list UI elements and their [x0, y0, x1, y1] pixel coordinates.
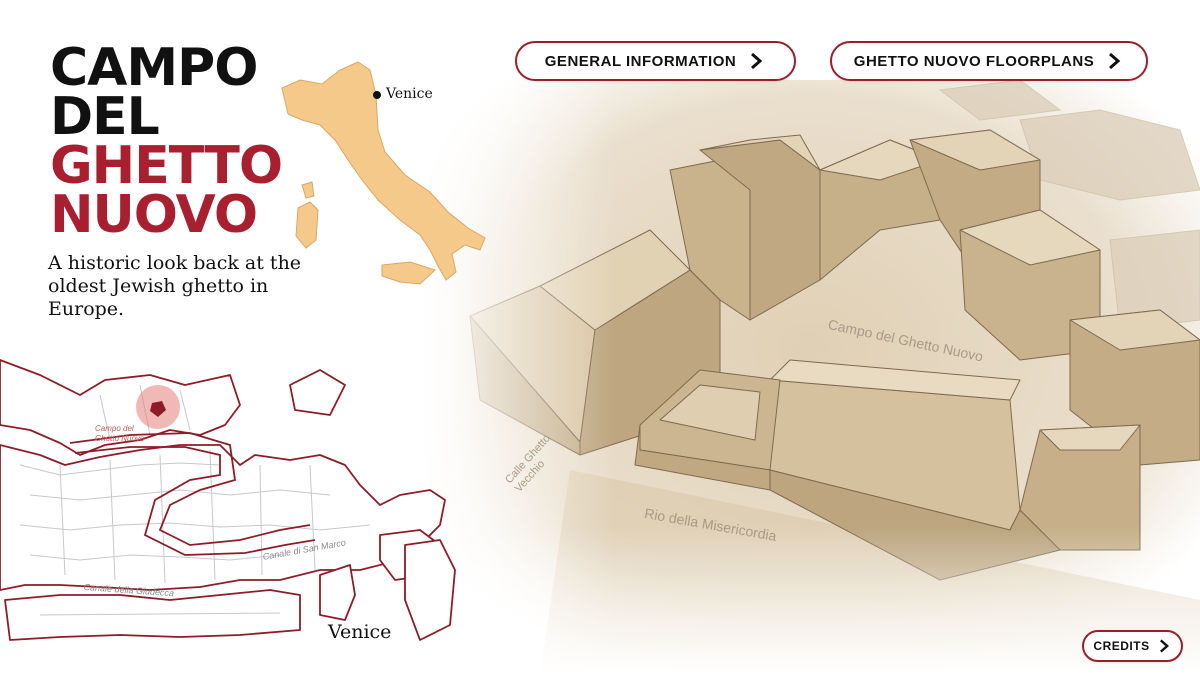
- chevron-right-icon: [1159, 639, 1169, 653]
- venice-map-title: Venice: [328, 621, 392, 643]
- credits-label: CREDITS: [1093, 639, 1150, 653]
- chevron-right-icon: [1109, 52, 1121, 70]
- page-subtitle: A historic look back at the oldest Jewis…: [48, 252, 302, 320]
- general-information-button[interactable]: GENERAL INFORMATION: [515, 41, 796, 81]
- title-line-1: CAMPO: [50, 38, 258, 98]
- venice-campo-label: Campo del Ghetto Nuovo: [95, 424, 145, 443]
- chevron-right-icon: [751, 52, 763, 70]
- general-information-label: GENERAL INFORMATION: [544, 52, 737, 70]
- ghetto-3d-model: [420, 80, 1200, 674]
- page-title: CAMPO DEL GHETTO NUOVO: [50, 38, 283, 245]
- italy-map: [281, 61, 486, 285]
- ghetto-nuovo-floorplans-button[interactable]: GHETTO NUOVO FLOORPLANS: [830, 41, 1148, 81]
- italy-venice-label: Venice: [386, 86, 433, 102]
- title-line-4: NUOVO: [50, 185, 258, 245]
- venice-map: [0, 359, 456, 641]
- title-line-3: GHETTO: [50, 136, 283, 196]
- title-line-2: DEL: [50, 87, 160, 147]
- credits-button[interactable]: CREDITS: [1082, 630, 1183, 662]
- floorplans-label: GHETTO NUOVO FLOORPLANS: [853, 52, 1095, 70]
